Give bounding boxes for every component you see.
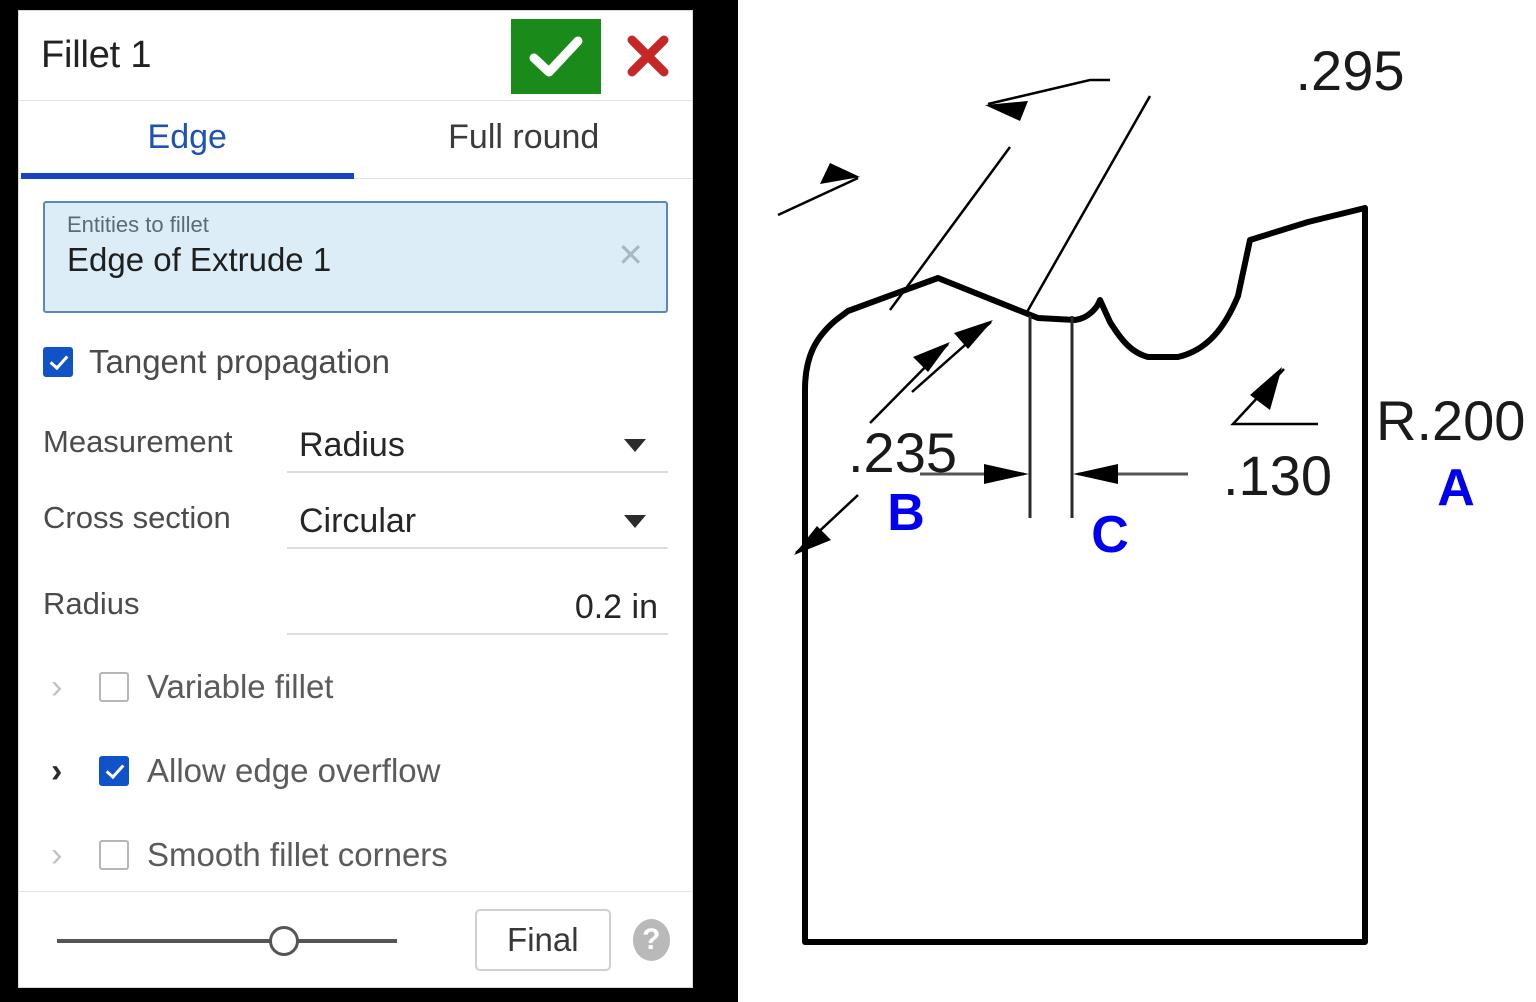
help-icon-label: ?	[642, 922, 661, 956]
entities-to-fillet-label: Entities to fillet	[67, 212, 209, 237]
measurement-label: Measurement	[43, 424, 233, 459]
final-button-label: Final	[507, 920, 579, 958]
variable-fillet-label: Variable fillet	[147, 668, 334, 705]
check-icon	[529, 36, 583, 78]
entities-to-fillet-field[interactable]: Entities to fillet Edge of Extrude 1 ✕	[43, 201, 668, 313]
dim-295-group: .295	[777, 39, 1405, 313]
radius-label: Radius	[43, 586, 140, 621]
tab-full-round-label: Full round	[448, 118, 600, 156]
cross-section-row: Cross section Circular	[43, 473, 668, 549]
tab-edge[interactable]: Edge	[19, 101, 356, 179]
callout-a: A	[1437, 459, 1475, 517]
rollback-slider[interactable]	[57, 920, 397, 960]
tangent-propagation-checkbox[interactable]	[43, 347, 73, 377]
clear-selection-icon[interactable]: ✕	[617, 237, 644, 273]
measurement-select[interactable]: Radius	[287, 426, 668, 473]
chevron-right-icon[interactable]: ›	[51, 752, 63, 790]
allow-edge-overflow-row[interactable]: › Allow edge overflow	[43, 729, 668, 813]
help-icon[interactable]: ?	[632, 918, 670, 961]
part-outline	[802, 205, 1368, 945]
dim-r200-text: R.200	[1376, 389, 1525, 452]
variable-fillet-checkbox[interactable]	[99, 672, 129, 702]
cross-section-select[interactable]: Circular	[287, 502, 668, 549]
smooth-fillet-corners-label: Smooth fillet corners	[147, 836, 448, 873]
slider-track	[57, 938, 397, 943]
accept-button[interactable]	[511, 19, 601, 94]
callout-b: B	[887, 484, 925, 542]
tab-edge-label: Edge	[147, 118, 227, 156]
chevron-down-icon	[624, 515, 646, 528]
fillet-dialog: Fillet 1 Edge Full round Entities	[18, 10, 693, 988]
slider-thumb[interactable]	[269, 925, 299, 956]
dim-130-text: .130	[1223, 444, 1332, 507]
drawing-canvas: .295 .235 .130	[777, 39, 1525, 945]
chevron-right-icon[interactable]: ›	[51, 668, 63, 706]
allow-edge-overflow-label: Allow edge overflow	[147, 752, 441, 789]
allow-edge-overflow-checkbox[interactable]	[99, 756, 129, 786]
dialog-header: Fillet 1	[19, 11, 692, 101]
cross-section-label: Cross section	[43, 500, 231, 535]
chevron-right-icon[interactable]: ›	[51, 836, 63, 874]
page-title: Fillet 1	[41, 34, 152, 76]
chevron-down-icon	[624, 439, 646, 452]
final-button[interactable]: Final	[475, 908, 611, 971]
variable-fillet-row[interactable]: › Variable fillet	[43, 645, 668, 729]
dialog-body: Entities to fillet Edge of Extrude 1 ✕ T…	[19, 179, 692, 891]
entities-to-fillet-value: Edge of Extrude 1	[67, 241, 332, 278]
dim-295-text: .295	[1296, 39, 1405, 102]
cancel-button[interactable]	[619, 29, 677, 87]
dim-130-group: .130	[920, 316, 1332, 518]
callout-c: C	[1091, 506, 1129, 564]
smooth-fillet-corners-row[interactable]: › Smooth fillet corners	[43, 813, 668, 891]
cross-section-value: Circular	[299, 502, 417, 540]
dialog-footer: Final ?	[19, 891, 692, 987]
divider-band	[693, 0, 738, 1002]
tab-bar: Edge Full round	[19, 101, 692, 179]
measurement-value: Radius	[299, 426, 405, 464]
tangent-propagation-label: Tangent propagation	[89, 343, 390, 380]
radius-value: 0.2 in	[574, 588, 658, 626]
tangent-propagation-row[interactable]: Tangent propagation	[43, 327, 668, 397]
close-icon	[625, 33, 671, 84]
smooth-fillet-corners-checkbox[interactable]	[99, 840, 129, 870]
dim-r200-group: R.200	[1230, 367, 1525, 452]
measurement-row: Measurement Radius	[43, 397, 668, 473]
radius-row: Radius 0.2 in	[43, 553, 668, 635]
technical-drawing: .295 .235 .130	[738, 0, 1536, 1002]
radius-input[interactable]: 0.2 in	[287, 588, 668, 635]
tab-full-round[interactable]: Full round	[356, 101, 693, 178]
